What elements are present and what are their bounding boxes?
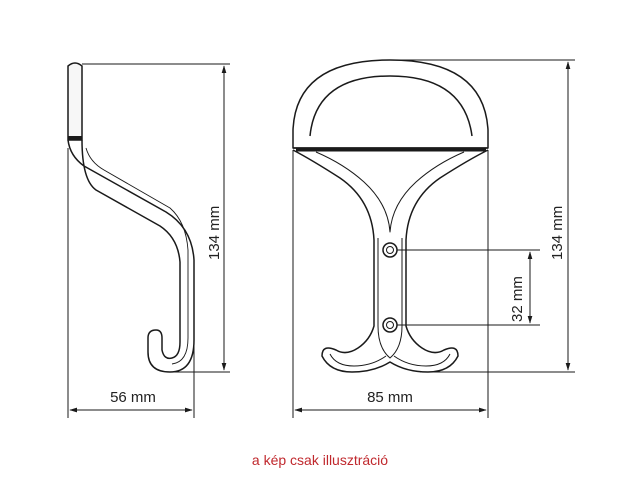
illustration-caption: a kép csak illusztráció xyxy=(251,452,389,468)
side-width-label: 56 mm xyxy=(110,389,156,406)
hole-spacing-label: 32 mm xyxy=(509,276,526,322)
front-extension-lines xyxy=(292,59,575,418)
front-height-label: 134 mm xyxy=(549,206,566,260)
front-width-label: 85 mm xyxy=(367,389,413,406)
front-view-hook xyxy=(292,59,489,373)
side-view-hook xyxy=(67,62,195,373)
side-extension-lines xyxy=(67,63,230,418)
screw-holes xyxy=(382,242,398,333)
side-height-label: 134 mm xyxy=(206,206,223,260)
